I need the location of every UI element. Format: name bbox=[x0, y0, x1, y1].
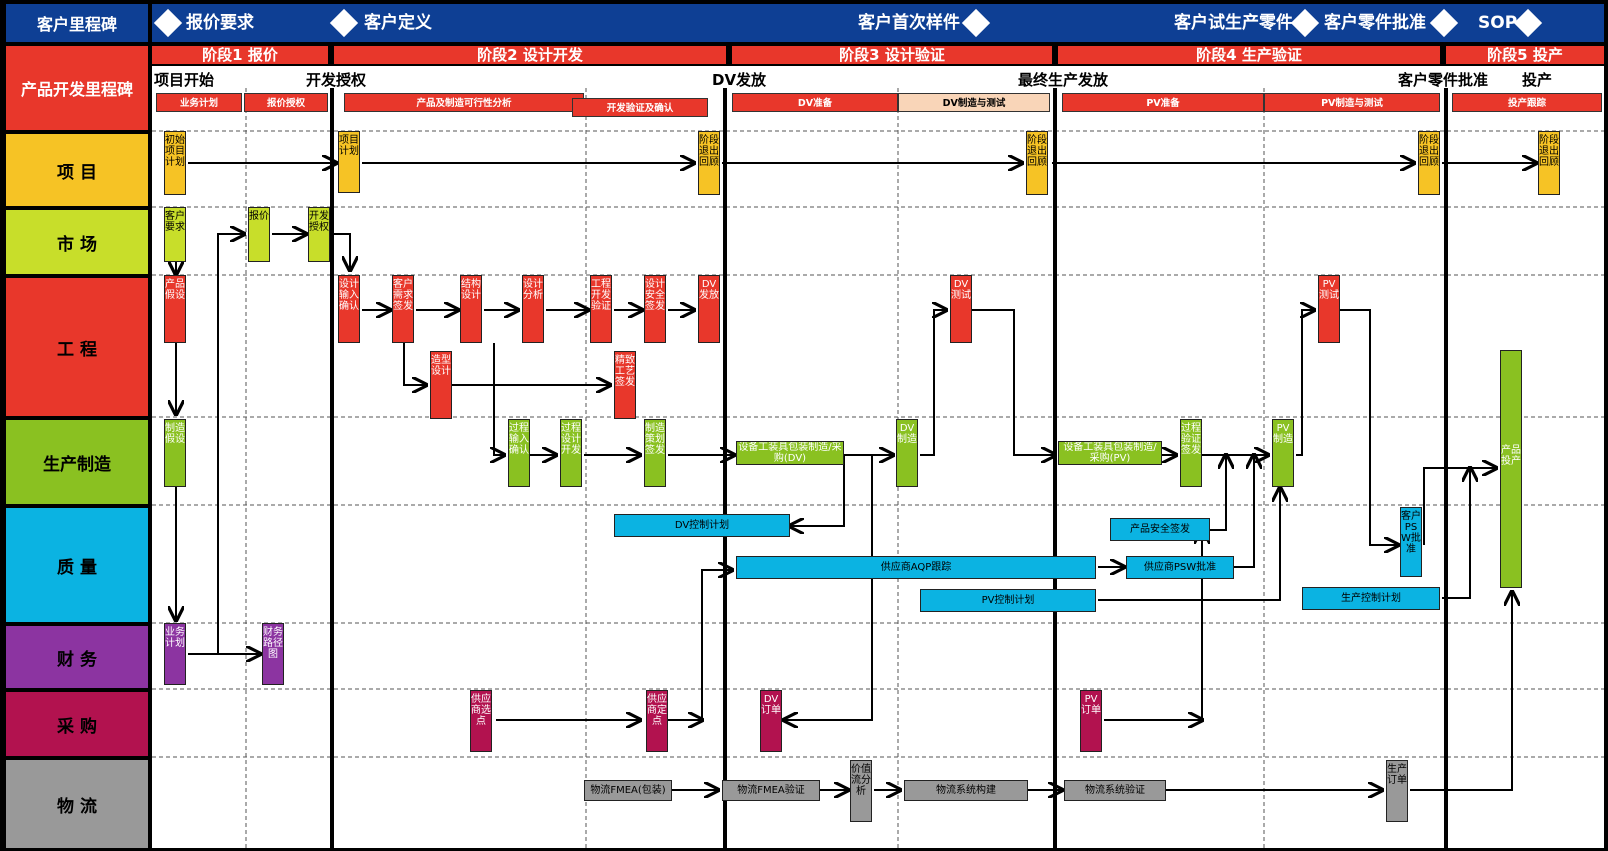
lane-logistics: 物 流 bbox=[6, 760, 148, 848]
box-value-stream-analysis[interactable]: 价值流分析 bbox=[850, 760, 872, 822]
sub-dv-prep: DV准备 bbox=[732, 93, 898, 112]
customer-milestone-bar bbox=[152, 4, 1604, 42]
box-dv-release[interactable]: DV发放 bbox=[698, 275, 720, 343]
box-initial-project-plan[interactable]: 初始项目计划 bbox=[164, 131, 186, 195]
lane-project: 项 目 bbox=[6, 134, 148, 206]
dev-milestone-final-release: 最终生产发放 bbox=[1018, 71, 1109, 89]
lane-manufacturing: 生产制造 bbox=[6, 420, 148, 504]
box-pv-order[interactable]: PV订单 bbox=[1080, 690, 1102, 752]
dev-milestone-part-approval: 客户零件批准 bbox=[1398, 71, 1489, 89]
dev-milestone-project-start: 项目开始 bbox=[154, 71, 215, 89]
lane-quality: 质 量 bbox=[6, 508, 148, 622]
box-stage-exit-review[interactable]: 阶段退出回顾 bbox=[1538, 131, 1560, 195]
milestone-quote-request: 报价要求 bbox=[186, 13, 254, 33]
box-logistics-fmea-verify[interactable]: 物流FMEA验证 bbox=[722, 780, 820, 801]
box-stage-exit-review[interactable]: 阶段退出回顾 bbox=[1026, 131, 1048, 195]
sub-pv-prep: PV准备 bbox=[1062, 93, 1264, 112]
box-pv-manufacture[interactable]: PV制造 bbox=[1272, 419, 1294, 487]
milestone-sop: SOP bbox=[1478, 13, 1518, 33]
box-dev-authorization[interactable]: 开发授权 bbox=[308, 207, 330, 262]
dev-milestone-label: 产品开发里程碑 bbox=[6, 46, 148, 130]
box-product-assumption[interactable]: 产品假设 bbox=[164, 275, 186, 343]
box-design-analysis[interactable]: 设计分析 bbox=[522, 275, 544, 343]
customer-milestone-label: 客户里程碑 bbox=[6, 4, 148, 42]
box-mfg-assumption[interactable]: 制造假设 bbox=[164, 419, 186, 487]
stage-1: 阶段1 报价 bbox=[152, 46, 328, 64]
box-product-launch[interactable]: 产品投产 bbox=[1500, 350, 1522, 588]
box-styling-design[interactable]: 造型设计 bbox=[430, 351, 452, 419]
box-production-order[interactable]: 生产订单 bbox=[1386, 760, 1408, 822]
box-supplier-nomination[interactable]: 供应商定点 bbox=[646, 690, 668, 752]
box-product-safety-signoff[interactable]: 产品安全签发 bbox=[1110, 518, 1210, 541]
box-process-design-dev[interactable]: 过程设计开发 bbox=[560, 419, 582, 487]
box-supplier-selection[interactable]: 供应商选点 bbox=[470, 690, 492, 752]
box-dv-control-plan[interactable]: DV控制计划 bbox=[614, 514, 790, 537]
stage-3: 阶段3 设计验证 bbox=[732, 46, 1052, 64]
lane-purchasing: 采 购 bbox=[6, 692, 148, 756]
box-logistics-system-build[interactable]: 物流系统构建 bbox=[904, 780, 1028, 801]
lane-finance: 财 务 bbox=[6, 626, 148, 688]
dev-milestone-launch: 投产 bbox=[1522, 71, 1553, 89]
milestone-customer-definition: 客户定义 bbox=[364, 13, 432, 33]
box-structure-design[interactable]: 结构设计 bbox=[460, 275, 482, 343]
box-design-safety-signoff[interactable]: 设计安全签发 bbox=[644, 275, 666, 343]
dev-milestone-dv-release: DV发放 bbox=[712, 71, 767, 89]
box-mfg-plan-signoff[interactable]: 制造策划签发 bbox=[644, 419, 666, 487]
box-customer-psw[interactable]: 客户PSW批准 bbox=[1400, 507, 1422, 577]
sub-dev-verification: 开发验证及确认 bbox=[572, 98, 708, 117]
box-production-control-plan[interactable]: 生产控制计划 bbox=[1302, 587, 1440, 610]
box-customer-need-signoff[interactable]: 客户需求签发 bbox=[392, 275, 414, 343]
box-design-input-confirm[interactable]: 设计输入确认 bbox=[338, 275, 360, 343]
box-dv-test[interactable]: DV测试 bbox=[950, 275, 972, 343]
box-finance-roadmap[interactable]: 财务路径图 bbox=[262, 623, 284, 685]
box-stage-exit-review[interactable]: 阶段退出回顾 bbox=[698, 131, 720, 195]
stage-4: 阶段4 生产验证 bbox=[1058, 46, 1440, 64]
box-stage-exit-review[interactable]: 阶段退出回顾 bbox=[1418, 131, 1440, 195]
sub-pv-manufacture-test: PV制造与测试 bbox=[1264, 93, 1440, 112]
milestone-part-approval: 客户零件批准 bbox=[1324, 13, 1426, 33]
box-customer-requirement[interactable]: 客户要求 bbox=[164, 207, 186, 262]
box-business-plan[interactable]: 业务计划 bbox=[164, 623, 186, 685]
sub-quote-authorization: 报价授权 bbox=[244, 93, 328, 112]
milestone-trial-parts: 客户试生产零件 bbox=[1174, 13, 1293, 33]
dev-milestone-dev-authorization: 开发授权 bbox=[306, 71, 367, 89]
box-quote[interactable]: 报价 bbox=[248, 207, 270, 262]
box-supplier-psw[interactable]: 供应商PSW批准 bbox=[1126, 556, 1234, 579]
box-project-plan[interactable]: 项目计划 bbox=[338, 131, 360, 193]
box-pv-test[interactable]: PV测试 bbox=[1318, 275, 1340, 343]
box-equipment-pv[interactable]: 设备工装具包装制造/采购(PV) bbox=[1058, 441, 1162, 465]
stage-5: 阶段5 投产 bbox=[1446, 46, 1604, 64]
stage-2: 阶段2 设计开发 bbox=[334, 46, 726, 64]
box-dv-manufacture[interactable]: DV制造 bbox=[896, 419, 918, 487]
box-process-verify-signoff[interactable]: 过程验证签发 bbox=[1180, 419, 1202, 487]
box-logistics-system-verify[interactable]: 物流系统验证 bbox=[1064, 780, 1166, 801]
swimlane-grid bbox=[152, 66, 1604, 848]
sub-feasibility-analysis: 产品及制造可行性分析 bbox=[344, 93, 584, 112]
box-equipment-dv[interactable]: 设备工装具包装制造/采购(DV) bbox=[736, 441, 844, 465]
box-eng-dev-verify[interactable]: 工程开发验证 bbox=[590, 275, 612, 343]
milestone-first-sample: 客户首次样件 bbox=[858, 13, 960, 33]
sub-dv-manufacture-test: DV制造与测试 bbox=[898, 93, 1050, 112]
box-process-signoff[interactable]: 精致工艺签发 bbox=[614, 351, 636, 419]
sub-launch-tracking: 投产跟踪 bbox=[1452, 93, 1602, 112]
box-logistics-fmea-packaging[interactable]: 物流FMEA(包装) bbox=[584, 780, 672, 801]
box-supplier-apqp[interactable]: 供应商AQP跟踪 bbox=[736, 556, 1096, 579]
lane-market: 市 场 bbox=[6, 210, 148, 274]
sub-business-plan: 业务计划 bbox=[156, 93, 242, 112]
box-process-input-confirm[interactable]: 过程输入确认 bbox=[508, 419, 530, 487]
lane-engineering: 工 程 bbox=[6, 278, 148, 416]
box-pv-control-plan[interactable]: PV控制计划 bbox=[920, 589, 1096, 612]
box-dv-order[interactable]: DV订单 bbox=[760, 690, 782, 752]
